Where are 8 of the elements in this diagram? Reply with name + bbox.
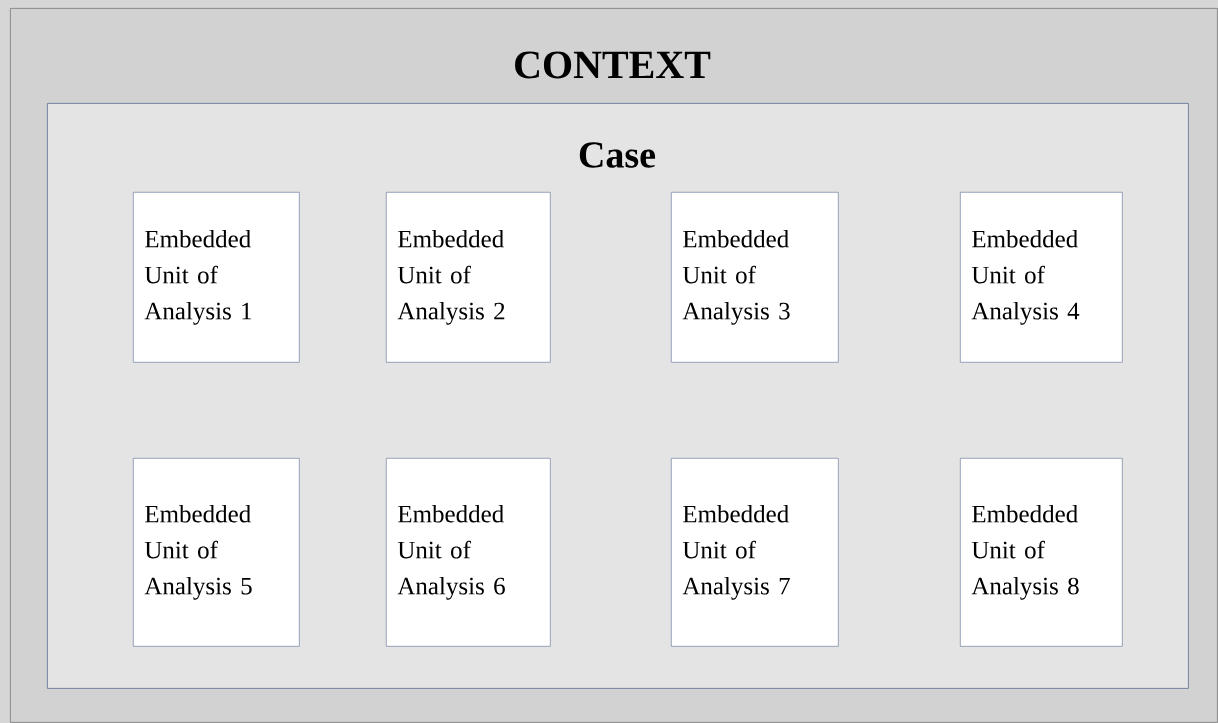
unit-box: Embedded Unit of Analysis 4 [960,192,1123,363]
unit-box: Embedded Unit of Analysis 3 [671,192,839,363]
unit-box: Embedded Unit of Analysis 6 [386,458,551,647]
unit-box: Embedded Unit of Analysis 7 [671,458,839,647]
unit-box: Embedded Unit of Analysis 2 [386,192,551,363]
unit-box: Embedded Unit of Analysis 1 [133,192,300,363]
unit-box: Embedded Unit of Analysis 8 [960,458,1123,647]
unit-box: Embedded Unit of Analysis 5 [133,458,300,647]
